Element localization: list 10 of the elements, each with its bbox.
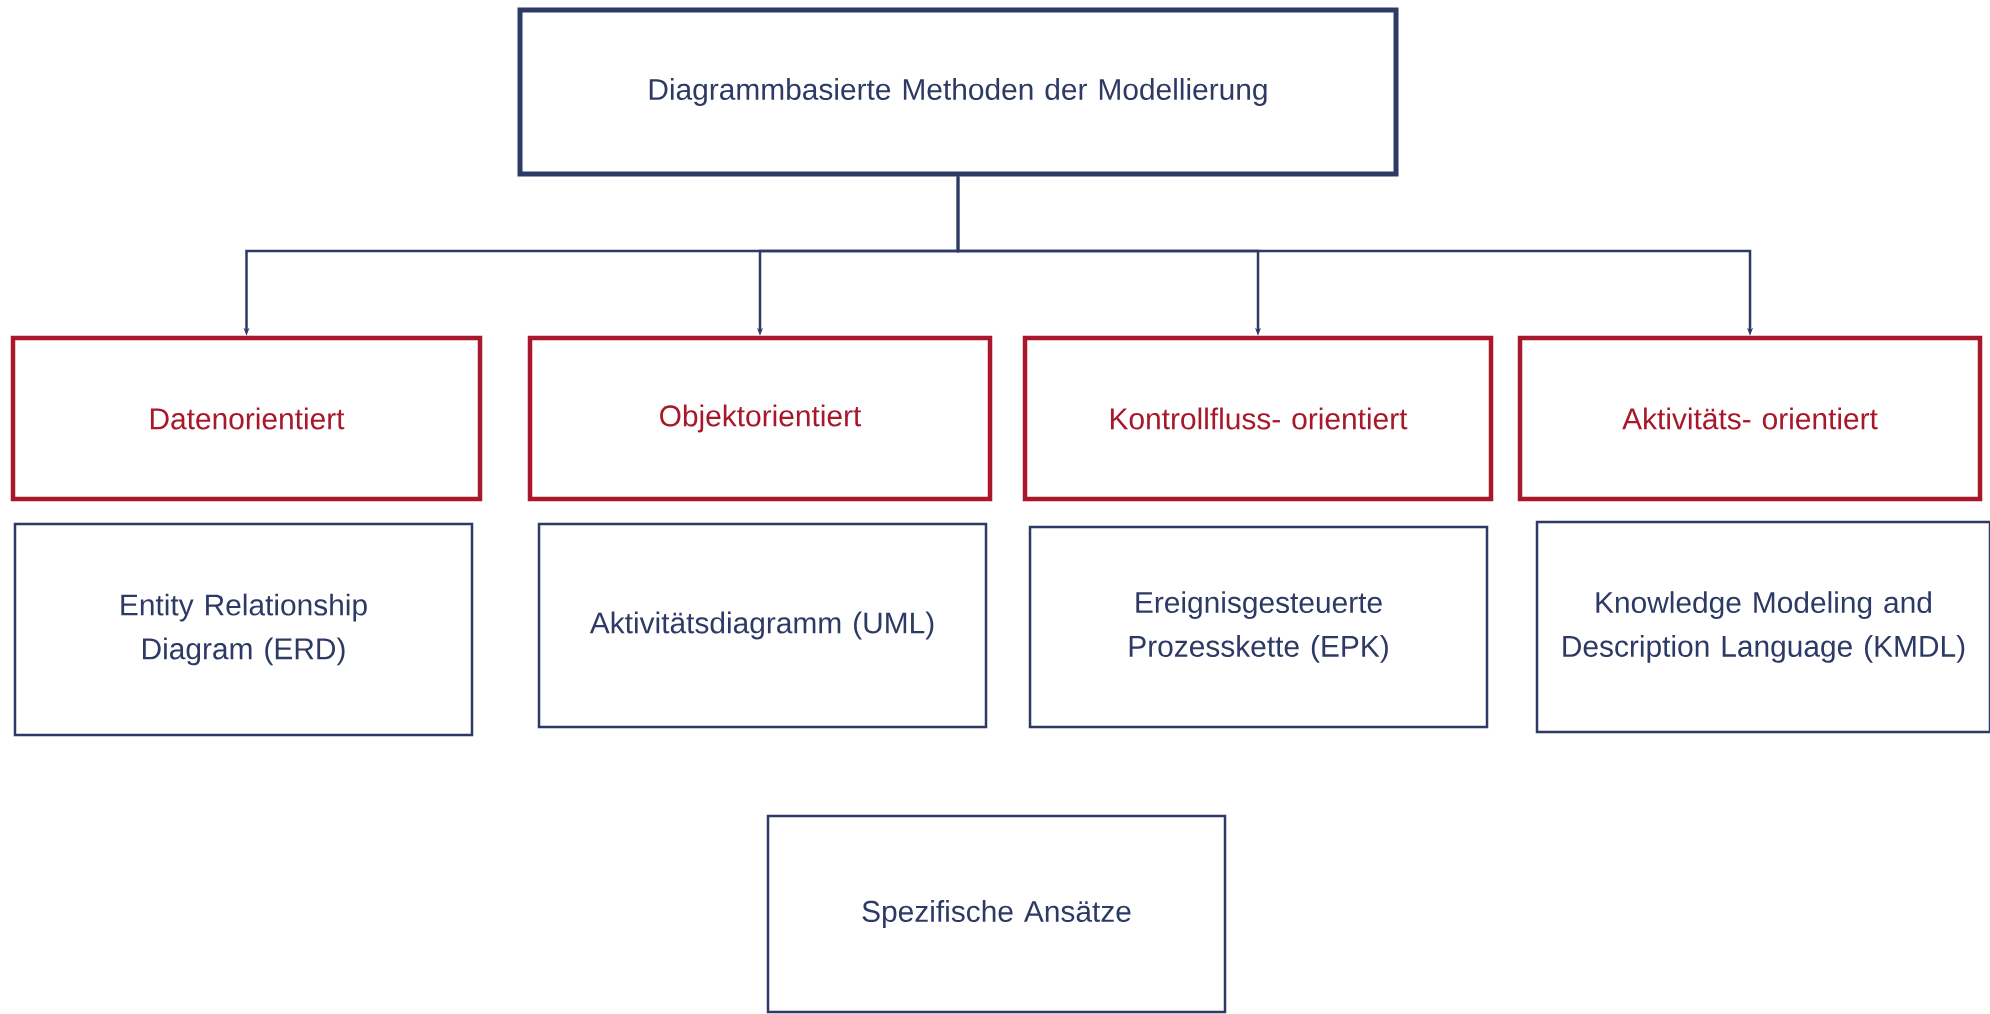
method-box: Spezifische Ansätze	[766, 814, 1227, 1014]
method-box: Entity Relationship Diagram (ERD)	[13, 522, 474, 737]
method-box: Knowledge Modeling and Description Language (KMDL)	[1535, 520, 1990, 734]
method-box: Aktivitätsdiagramm (UML)	[537, 522, 988, 729]
category-box: Objektorientiert	[527, 335, 993, 502]
category-box: Aktivitäts- orientiert	[1517, 335, 1983, 502]
title-box: Diagrammbasierte Methoden der Modellierung	[517, 7, 1399, 177]
method-box: Ereignisgesteuerte Prozesskette (EPK)	[1028, 525, 1489, 729]
category-box: Kontrollfluss- orientiert	[1022, 335, 1494, 502]
category-box: Datenorientiert	[10, 335, 483, 502]
